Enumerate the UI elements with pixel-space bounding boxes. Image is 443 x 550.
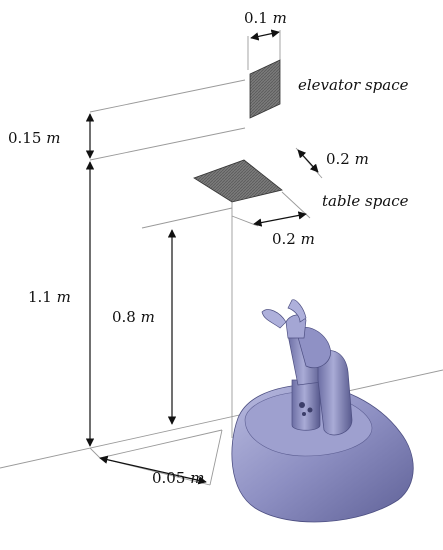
label-table-space: table space xyxy=(322,192,409,210)
dimension-arrows xyxy=(85,29,319,485)
label-elevator-height: 1.1 m xyxy=(28,288,71,306)
label-table-height: 0.8 m xyxy=(112,308,155,326)
table-space-patch xyxy=(193,159,283,203)
label-table-width: 0.2 m xyxy=(272,230,315,248)
label-elevator-offset: 0.15 m xyxy=(8,129,60,147)
label-base-offset: 0.05 m xyxy=(152,469,204,487)
elevator-space-patch xyxy=(249,59,281,119)
label-elevator-space: elevator space xyxy=(298,76,409,94)
robot-arm-illustration xyxy=(231,299,414,523)
label-table-depth: 0.2 m xyxy=(326,150,369,168)
label-top-width: 0.1 m xyxy=(244,9,287,27)
